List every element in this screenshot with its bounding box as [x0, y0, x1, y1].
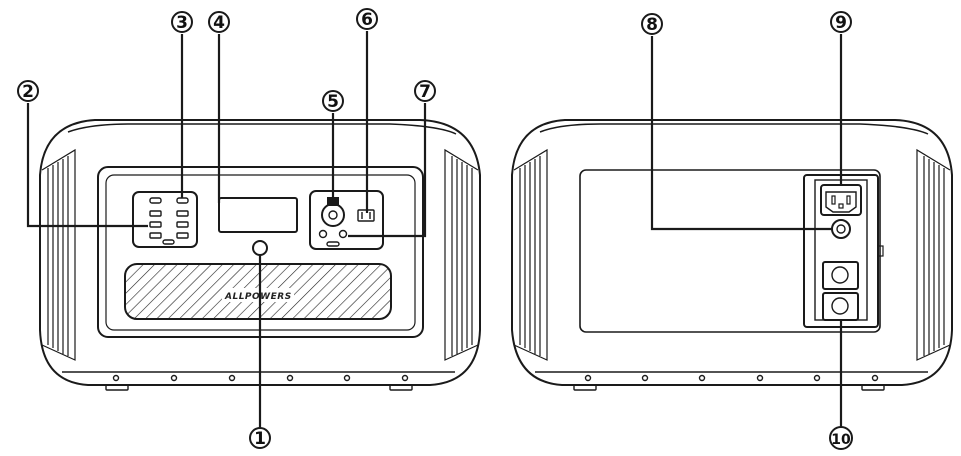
brand-plate — [222, 288, 294, 302]
front-callout-lines — [26, 31, 427, 428]
usb-c-port-right[interactable] — [326, 241, 340, 247]
callout-number-4: 4 — [213, 13, 225, 33]
front-feet — [105, 374, 413, 391]
back-left-grille — [513, 148, 548, 361]
callout-badge-9 — [830, 11, 852, 33]
callout-badges — [17, 8, 853, 450]
callout-badge-6 — [356, 8, 378, 30]
callout-badge-3 — [171, 11, 193, 33]
callout-number-5: 5 — [327, 92, 339, 112]
callout-number-9: 9 — [835, 13, 847, 33]
back-feet — [573, 374, 885, 391]
front-right-grille — [444, 148, 479, 361]
back-callout-lines — [650, 34, 843, 428]
back-right-grille — [916, 148, 951, 361]
solar-input-top[interactable] — [822, 261, 859, 290]
callout-badge-1 — [249, 427, 271, 449]
callout-badge-2 — [17, 80, 39, 102]
dc-port-left[interactable] — [318, 229, 328, 239]
car-outlet[interactable] — [321, 203, 345, 227]
back-panel — [579, 169, 881, 333]
callout-number-2: 2 — [22, 82, 34, 102]
callout-numbers: 1 2 3 4 5 6 7 8 9 10 — [22, 10, 851, 449]
callout-number-7: 7 — [419, 82, 431, 102]
callout-badge-7 — [414, 80, 436, 102]
usb-ports — [149, 197, 189, 245]
back-body-outline — [511, 119, 953, 386]
dc-output-panel[interactable] — [309, 190, 384, 250]
back-view — [511, 119, 953, 391]
callout-badge-8 — [641, 13, 663, 35]
lcd-screen — [218, 197, 298, 233]
front-top-bumper — [67, 123, 457, 135]
back-module-tab — [877, 245, 884, 257]
front-left-grille — [41, 148, 76, 361]
callout-number-6: 6 — [361, 10, 373, 30]
power-button[interactable] — [252, 240, 268, 256]
brand-label: ALLPOWERS — [224, 292, 292, 302]
callout-badge-5 — [322, 90, 344, 112]
ac-input-socket[interactable] — [820, 184, 862, 216]
callout-number-3: 3 — [176, 13, 188, 33]
callout-number-8: 8 — [646, 15, 658, 35]
car-outlet-inner — [328, 210, 338, 220]
front-body-outline — [39, 119, 481, 386]
front-view — [39, 119, 481, 391]
callout-badge-4 — [208, 11, 230, 33]
usb-port-panel[interactable] — [132, 191, 198, 248]
callout-number-10: 10 — [831, 432, 851, 448]
callout-number-1: 1 — [254, 429, 266, 449]
solar-input-bottom[interactable] — [822, 292, 859, 321]
dc-port-right[interactable] — [338, 229, 348, 239]
back-top-bumper — [539, 123, 929, 135]
ac-input-inner — [825, 191, 857, 213]
overload-reset-button[interactable] — [831, 219, 851, 239]
callout-badge-10 — [829, 426, 853, 450]
